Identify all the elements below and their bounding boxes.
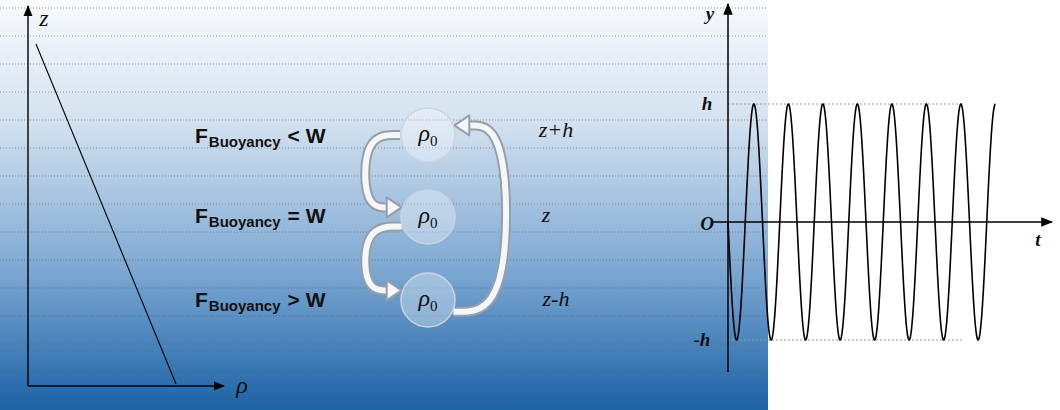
force-subscript: Buoyancy xyxy=(209,134,281,149)
density-subscript: 0 xyxy=(430,299,438,314)
arrow-outline xyxy=(365,227,401,291)
isopycnal-line xyxy=(0,64,768,65)
tick-label: h xyxy=(702,93,713,115)
force-subscript: Buoyancy xyxy=(209,298,281,313)
rho-axis xyxy=(28,385,224,386)
isopycnal-line xyxy=(0,8,768,9)
axis-label: t xyxy=(1035,229,1040,251)
force-symbol: F xyxy=(195,289,208,310)
arrow-head xyxy=(454,115,469,135)
arrow-outline xyxy=(365,135,400,207)
density-symbol: ρ xyxy=(418,286,430,310)
arrow-outline xyxy=(453,125,506,311)
force-relation: < W xyxy=(288,125,326,146)
isopycnal-line xyxy=(0,372,768,373)
force-subscript: Buoyancy xyxy=(209,214,281,229)
force-relation: = W xyxy=(288,205,326,226)
axis-label: z xyxy=(39,5,48,32)
force-symbol: F xyxy=(195,125,208,146)
z-axis xyxy=(27,6,28,386)
force-label: FBuoyancy = W xyxy=(195,205,325,226)
force-relation: > W xyxy=(288,289,326,310)
depth-label: z-h xyxy=(543,286,570,312)
density-subscript: 0 xyxy=(430,216,438,231)
isopycnal-line xyxy=(0,120,768,121)
y-axis xyxy=(727,4,729,372)
isopycnal-line xyxy=(0,36,768,37)
parcel-shape xyxy=(401,190,455,244)
isopycnal-line xyxy=(0,344,768,345)
origin-label: O xyxy=(700,213,714,235)
depth-label: z xyxy=(542,202,551,228)
arrow-body xyxy=(453,125,506,311)
isopycnal-line xyxy=(0,92,768,93)
force-label: FBuoyancy < W xyxy=(195,125,325,146)
arrow-body xyxy=(365,135,400,207)
arrow-head xyxy=(387,280,402,300)
isopycnal-line xyxy=(0,176,768,177)
oscillation-curve xyxy=(728,104,996,340)
axis-label: y xyxy=(706,3,714,25)
isopycnal-line xyxy=(0,316,768,317)
density-symbol: ρ xyxy=(418,121,430,145)
tick-label: -h xyxy=(694,329,711,351)
parcel-shape xyxy=(401,273,455,327)
parcel-circle: ρ0 xyxy=(400,272,456,328)
motion-arrow xyxy=(453,115,506,311)
arrow-body xyxy=(365,227,401,291)
parcel-circle: ρ0 xyxy=(400,189,456,245)
isopycnal-line xyxy=(0,148,768,149)
minus-h-guide xyxy=(728,340,962,341)
water-gradient xyxy=(0,0,768,410)
isopycnal-line xyxy=(0,400,768,401)
parcel-shape xyxy=(401,108,455,162)
density-subscript: 0 xyxy=(430,134,438,149)
motion-arrow xyxy=(365,227,401,301)
parcel-circle: ρ0 xyxy=(400,107,456,163)
axis-label: ρ xyxy=(236,372,248,399)
isopycnal-lines xyxy=(0,8,768,400)
arrow-head xyxy=(387,197,402,217)
isopycnal-line xyxy=(0,260,768,261)
density-profile xyxy=(36,44,176,384)
force-symbol: F xyxy=(195,205,208,226)
force-label: FBuoyancy > W xyxy=(195,289,325,310)
depth-label: z+h xyxy=(539,117,573,143)
density-symbol: ρ xyxy=(418,203,430,227)
motion-arrow xyxy=(365,135,401,217)
